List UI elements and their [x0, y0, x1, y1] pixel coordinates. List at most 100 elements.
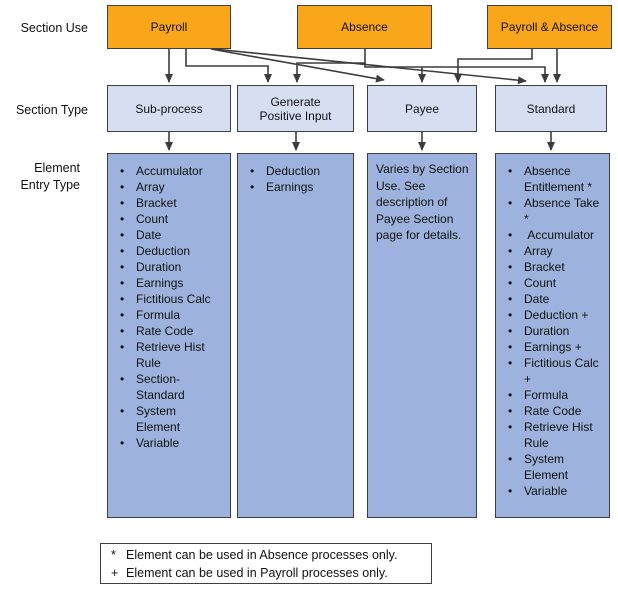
footnote-payroll: + Element can be used in Payroll process… — [109, 564, 431, 582]
list-item: • Accumulator — [118, 163, 228, 179]
list-item-label: Bracket — [136, 196, 177, 210]
bullet-icon: • — [120, 276, 125, 290]
list-item: • Accumulator — [506, 227, 607, 243]
bullet-icon: • — [508, 260, 513, 274]
row-label-element-entry-type-line2: Entry Type — [20, 178, 80, 192]
list-item: •Rate Code — [118, 323, 228, 339]
list-item: • Variable — [506, 483, 607, 499]
list-item-label: Date — [136, 228, 162, 242]
list-item: •Earnings — [248, 179, 351, 195]
list-item-label: Formula — [524, 388, 569, 402]
footnote-asterisk-marker: * — [111, 548, 116, 562]
list-item: • Count — [118, 211, 228, 227]
list-item-label: Date — [524, 292, 550, 306]
list-item-label: Retrieve Hist Rule — [524, 420, 593, 450]
list-item: • Bracket — [506, 259, 607, 275]
list-item: •Fictitious Calc + — [506, 355, 607, 387]
bullet-icon: • — [120, 340, 125, 354]
list-item-label: Fictitious Calc + — [524, 356, 599, 386]
list-item: •Deduction + — [506, 307, 607, 323]
row-label-section-type: Section Type — [15, 103, 88, 117]
bullet-icon: • — [508, 484, 513, 498]
list-item: • Earnings + — [506, 339, 607, 355]
section-use-payroll-and-absence-box: Payroll & Absence — [487, 5, 612, 49]
section-type-sub-process-box: Sub-process — [107, 85, 231, 132]
list-item-label: Absence Take * — [524, 196, 600, 226]
bullet-icon: • — [508, 292, 513, 306]
bullet-icon: • — [508, 388, 513, 402]
bullet-icon: • — [250, 164, 255, 178]
list-item-label: Bracket — [524, 260, 565, 274]
row-label-section-use: Section Use — [20, 21, 88, 35]
list-item: • Earnings — [118, 275, 228, 291]
arrow-absence-to-generate-positive-input — [293, 49, 366, 83]
section-use-absence-box: Absence — [297, 5, 432, 49]
bullet-icon: • — [120, 228, 125, 242]
list-item-label: Count — [136, 212, 169, 226]
list-item-label: Variable — [524, 484, 568, 498]
bullet-icon: • — [120, 404, 125, 418]
footnote-absence: * Element can be used in Absence process… — [109, 546, 431, 564]
list-item: •Duration — [118, 259, 228, 275]
list-item-label: Duration — [136, 260, 182, 274]
bullet-icon: • — [120, 308, 125, 322]
list-item: •Formula — [118, 307, 228, 323]
bullet-icon: • — [120, 164, 125, 178]
list-item: •Deduction — [118, 243, 228, 259]
bullet-icon: • — [120, 212, 125, 226]
bullet-icon: • — [120, 436, 125, 450]
list-item: • Date — [506, 291, 607, 307]
section-type-payee-box: Payee — [367, 85, 477, 132]
list-item-label: Array — [136, 180, 165, 194]
bullet-icon: • — [120, 244, 125, 258]
list-item-label: Duration — [524, 324, 570, 338]
arrow-payroll-to-generate-positive-input — [185, 49, 272, 83]
entry-list-generate-positive-input: • Deduction•Earnings — [237, 153, 354, 518]
list-item-label: Deduction + — [524, 308, 589, 322]
bullet-icon: • — [508, 340, 513, 354]
list-item: •Fictitious Calc — [118, 291, 228, 307]
entry-list-sub-process: •Accumulator•Array•Bracket•Count•Date•De… — [107, 153, 231, 518]
bullet-icon: • — [508, 452, 513, 466]
list-item: •System Element — [118, 403, 228, 435]
list-item: • Formula — [506, 387, 607, 403]
list-item-label: Array — [524, 244, 553, 258]
footnote-plus-marker: + — [111, 566, 119, 580]
bullet-icon: • — [508, 228, 513, 242]
row-label-element-entry-type-line1: Element — [34, 161, 80, 175]
bullet-icon: • — [508, 164, 513, 178]
bullet-icon: • — [120, 180, 125, 194]
list-item-label: Rate Code — [524, 404, 582, 418]
payee-entry-note-box: Varies by Section Use. See description o… — [367, 153, 477, 518]
bullet-icon: • — [508, 324, 513, 338]
list-item: •Retrieve Hist Rule — [118, 339, 228, 371]
arrow-payroll-to-standard — [213, 48, 527, 85]
section-use-payroll-box: Payroll — [107, 5, 231, 49]
list-item: • Array — [506, 243, 607, 259]
bullet-icon: • — [508, 244, 513, 258]
list-item: •Section-Standard — [118, 371, 228, 403]
bullet-icon: • — [508, 276, 513, 290]
bullet-icon: • — [120, 324, 125, 338]
list-item: • System Element — [506, 451, 607, 483]
footnote-payroll-text: Element can be used in Payroll processes… — [126, 566, 388, 580]
list-item: •Bracket — [118, 195, 228, 211]
list-item-label: Section-Standard — [136, 372, 185, 402]
list-item-label: Earnings — [136, 276, 184, 290]
section-type-generate-positive-input-box: Generate Positive Input — [237, 85, 354, 132]
list-item-label: Earnings + — [524, 340, 582, 354]
row-label-element-entry-type: Element Entry Type — [0, 160, 80, 194]
list-item-label: Absence Entitlement * — [524, 164, 593, 194]
list-item-label: Accumulator — [136, 164, 203, 178]
bullet-icon: • — [508, 196, 513, 210]
list-item: • Absence Entitlement * — [506, 163, 607, 195]
bullet-icon: • — [508, 420, 513, 434]
section-type-standard-box: Standard — [495, 85, 607, 132]
list-item-label: System Element — [524, 452, 569, 482]
list-item-label: Deduction — [266, 164, 321, 178]
list-item: • Absence Take * — [506, 195, 607, 227]
list-item: • Retrieve Hist Rule — [506, 419, 607, 451]
list-item: • Deduction — [248, 163, 351, 179]
arrow-payroll-to-payee — [210, 48, 385, 83]
